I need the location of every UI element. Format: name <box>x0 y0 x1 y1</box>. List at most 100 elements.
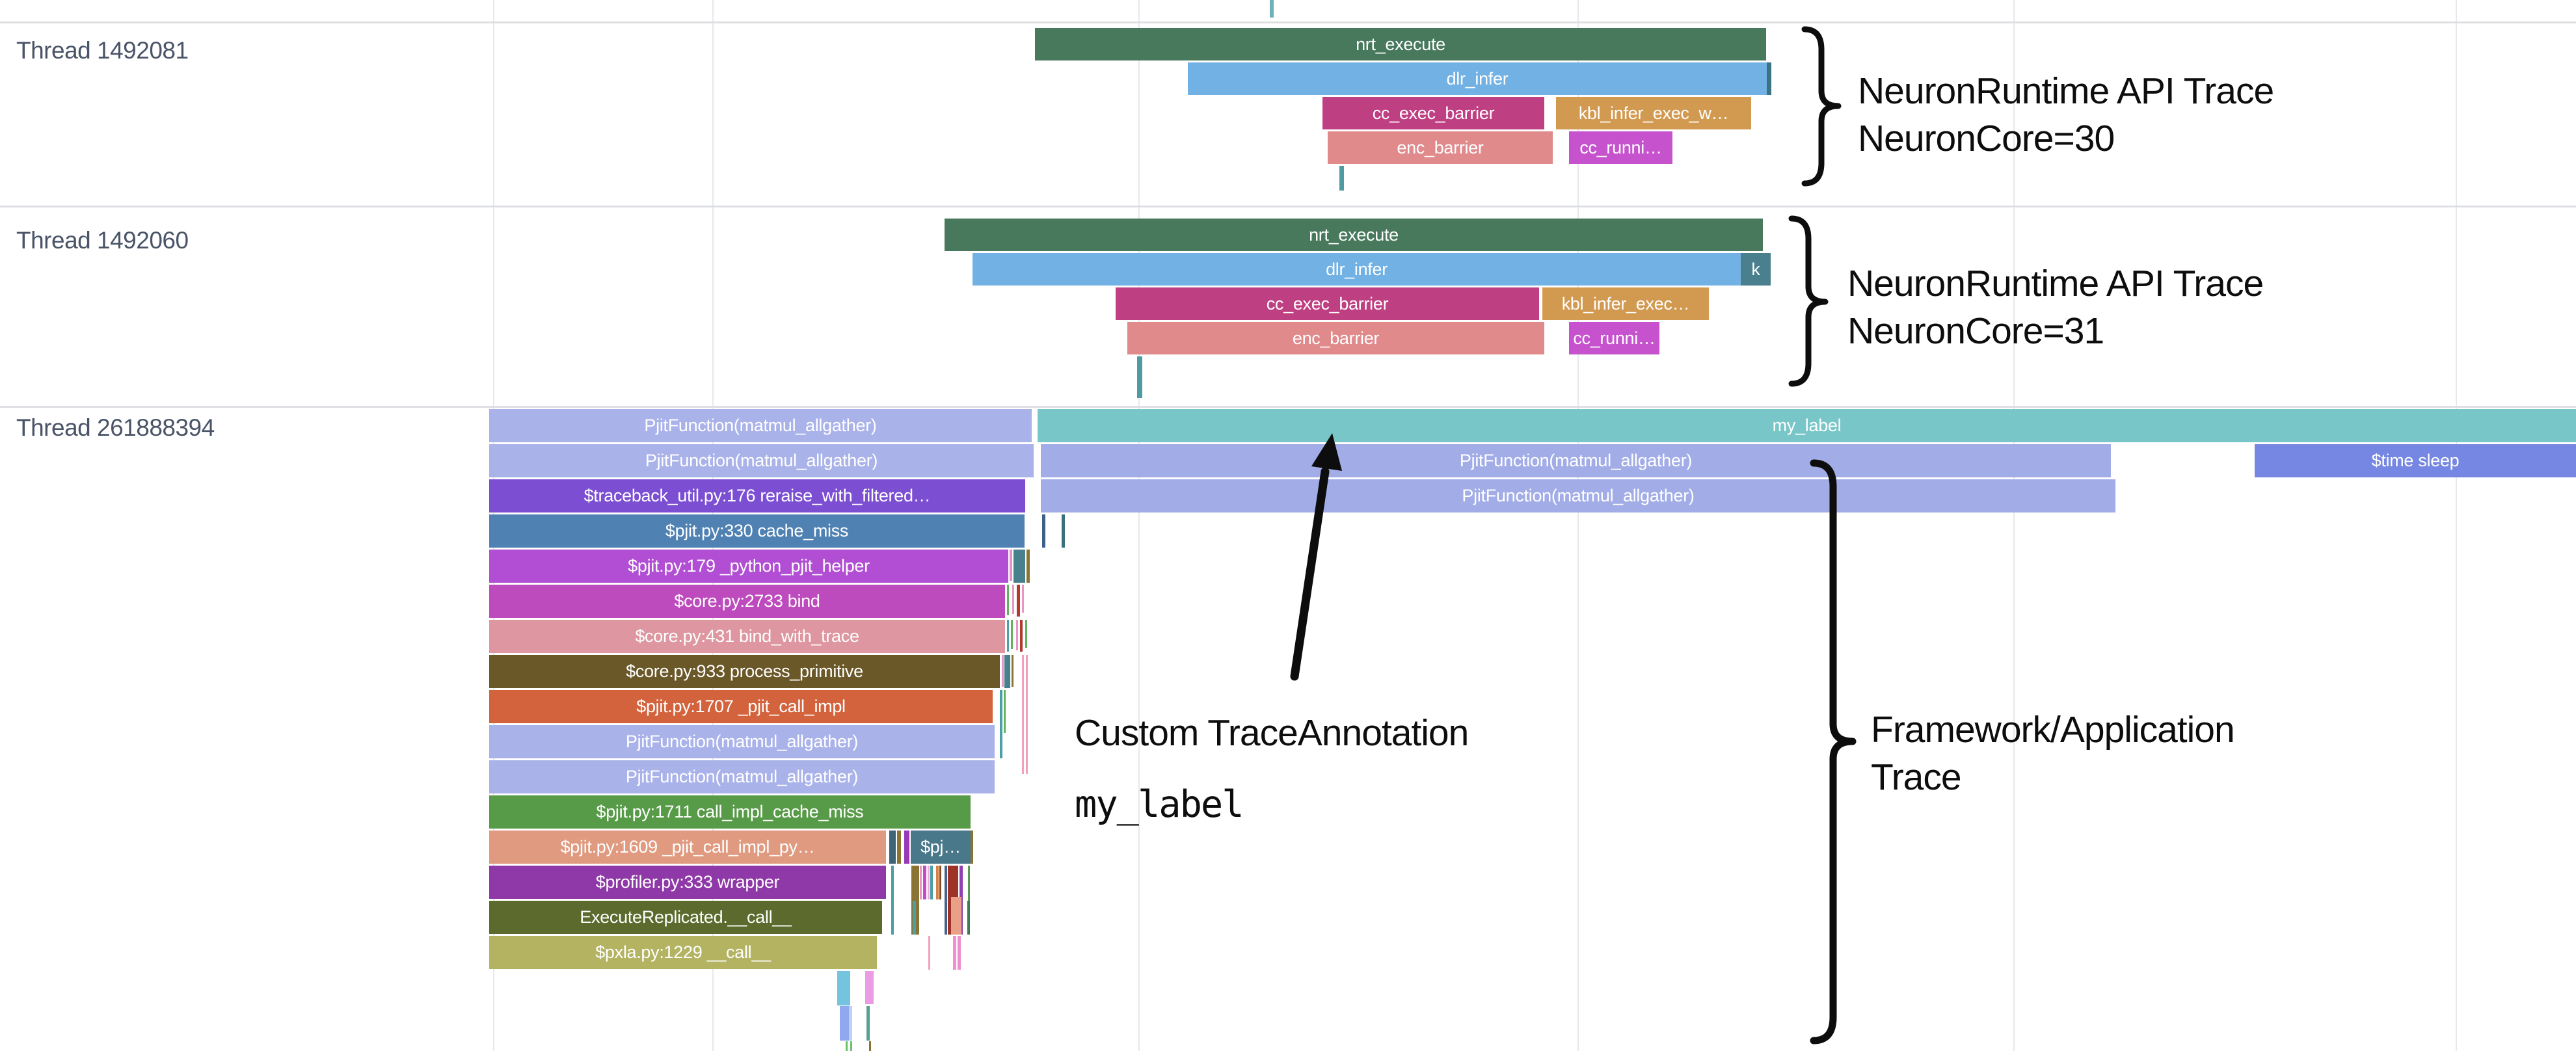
trace-micro-span[interactable] <box>1017 585 1020 617</box>
trace-span[interactable]: k <box>1741 253 1771 286</box>
trace-micro-span[interactable] <box>968 866 970 935</box>
trace-micro-span[interactable] <box>1000 690 1002 758</box>
trace-micro-span[interactable] <box>837 971 850 1005</box>
trace-span[interactable]: dlr_infer <box>1188 62 1767 95</box>
trace-micro-span[interactable] <box>1004 690 1006 733</box>
trace-span[interactable]: cc_exec_barrier <box>1322 97 1544 129</box>
trace-micro-span[interactable] <box>958 936 961 970</box>
trace-micro-span[interactable] <box>971 831 973 864</box>
trace-micro-span[interactable] <box>928 936 930 970</box>
trace-micro-span[interactable] <box>1007 585 1009 615</box>
trace-micro-span[interactable] <box>1012 585 1014 614</box>
trace-micro-span[interactable] <box>928 866 930 899</box>
trace-micro-span[interactable] <box>850 1006 852 1041</box>
trace-span[interactable]: $pjit.py:330 cache_miss <box>489 514 1025 548</box>
curly-brace-annotation <box>1801 26 1842 187</box>
curly-brace-annotation <box>1788 215 1829 387</box>
note-line: Trace <box>1871 756 1962 798</box>
trace-micro-span[interactable] <box>904 831 909 864</box>
trace-micro-span[interactable] <box>1004 655 1010 688</box>
trace-span[interactable]: cc_runni… <box>1569 322 1659 354</box>
trace-micro-span[interactable] <box>1026 655 1028 774</box>
trace-micro-span[interactable] <box>869 1041 871 1051</box>
trace-micro-span[interactable] <box>1026 550 1030 583</box>
trace-micro-span[interactable] <box>889 831 896 864</box>
trace-micro-span[interactable] <box>920 866 922 899</box>
trace-span[interactable]: $core.py:933 process_primitive <box>489 655 1000 688</box>
trace-span[interactable]: cc_runni… <box>1569 131 1672 164</box>
trace-micro-span[interactable] <box>936 866 939 899</box>
trace-span[interactable]: PjitFunction(matmul_allgather) <box>1041 444 2111 477</box>
trace-micro-span[interactable] <box>1011 620 1013 649</box>
note-line: NeuronCore=31 <box>1847 310 2104 352</box>
trace-micro-span[interactable] <box>923 866 926 899</box>
trace-micro-span[interactable] <box>1016 620 1018 650</box>
trace-micro-span[interactable] <box>951 897 961 935</box>
trace-span[interactable]: $pxla.py:1229 __call__ <box>489 936 877 969</box>
trace-micro-span[interactable] <box>1020 620 1023 652</box>
trace-span[interactable]: $pjit.py:1711 call_impl_cache_miss <box>489 795 971 829</box>
trace-span[interactable]: PjitFunction(matmul_allgather) <box>489 760 995 793</box>
trace-micro-span[interactable] <box>846 1041 848 1051</box>
trace-micro-span[interactable] <box>930 866 933 899</box>
trace-micro-span[interactable] <box>967 901 970 935</box>
trace-span[interactable]: PjitFunction(matmul_allgather) <box>489 409 1032 442</box>
trace-micro-span[interactable] <box>1339 166 1344 191</box>
trace-micro-span[interactable] <box>1007 620 1009 652</box>
trace-span[interactable]: $profiler.py:333 wrapper <box>489 866 886 899</box>
trace-micro-span[interactable] <box>866 1006 870 1041</box>
trace-span[interactable]: $core.py:2733 bind <box>489 585 1005 618</box>
trace-span[interactable]: PjitFunction(matmul_allgather) <box>489 725 995 758</box>
trace-micro-span[interactable] <box>897 831 901 864</box>
trace-span[interactable]: $time sleep <box>2255 444 2576 477</box>
trace-span[interactable]: $core.py:431 bind_with_trace <box>489 620 1005 653</box>
trace-micro-span[interactable] <box>1137 356 1142 398</box>
trace-span[interactable]: $pj… <box>911 831 971 864</box>
trace-span[interactable]: $pjit.py:1609 _pjit_call_impl_py… <box>489 831 886 864</box>
note-line: NeuronCore=30 <box>1858 118 2115 159</box>
curly-brace-annotation <box>1810 459 1857 1044</box>
thread-label-261888394: Thread 261888394 <box>16 414 215 441</box>
trace-micro-span[interactable] <box>1042 514 1045 548</box>
trace-span[interactable]: enc_barrier <box>1127 322 1544 354</box>
trace-span[interactable]: my_label <box>1038 409 2576 442</box>
trace-micro-span[interactable] <box>840 1006 850 1041</box>
trace-span[interactable]: PjitFunction(matmul_allgather) <box>489 444 1034 477</box>
trace-span[interactable]: $traceback_util.py:176 reraise_with_filt… <box>489 479 1025 512</box>
trace-micro-span[interactable] <box>865 971 874 1004</box>
trace-span[interactable]: dlr_infer <box>973 253 1741 286</box>
trace-micro-span[interactable] <box>913 901 916 935</box>
trace-span[interactable] <box>1767 62 1771 95</box>
trace-micro-span[interactable] <box>1013 550 1025 583</box>
trace-span[interactable]: kbl_infer_exec… <box>1542 287 1709 320</box>
note-line: Custom TraceAnnotation <box>1075 712 1469 754</box>
trace-micro-span[interactable] <box>939 866 941 899</box>
trace-span[interactable]: nrt_execute <box>1035 28 1766 60</box>
trace-micro-span[interactable] <box>891 866 894 935</box>
note-line: NeuronRuntime API Trace <box>1858 70 2274 112</box>
trace-micro-span[interactable] <box>1270 0 1274 18</box>
trace-micro-span[interactable] <box>1022 585 1024 613</box>
track-separator-line <box>0 406 2576 408</box>
trace-micro-span[interactable] <box>945 866 947 935</box>
trace-span[interactable]: $pjit.py:1707 _pjit_call_impl <box>489 690 993 723</box>
trace-span[interactable]: PjitFunction(matmul_allgather) <box>1041 479 2115 512</box>
trace-micro-span[interactable] <box>953 936 956 970</box>
note-framework-trace: Framework/Application Trace <box>1871 706 2235 801</box>
note-neuroncore-30: NeuronRuntime API Trace NeuronCore=30 <box>1858 68 2274 163</box>
trace-micro-span[interactable] <box>1012 655 1013 687</box>
trace-span[interactable]: nrt_execute <box>945 219 1763 251</box>
trace-micro-span[interactable] <box>1002 655 1004 687</box>
trace-micro-span[interactable] <box>1010 550 1012 581</box>
trace-span[interactable]: kbl_infer_exec_w… <box>1556 97 1751 129</box>
trace-micro-span[interactable] <box>1062 514 1065 548</box>
trace-micro-span[interactable] <box>850 1041 852 1051</box>
trace-span[interactable]: cc_exec_barrier <box>1116 287 1539 320</box>
trace-span[interactable]: $pjit.py:179 _python_pjit_helper <box>489 550 1008 583</box>
trace-span[interactable]: ExecuteReplicated.__call__ <box>489 901 882 934</box>
trace-micro-span[interactable] <box>1025 620 1027 648</box>
trace-span[interactable]: enc_barrier <box>1328 131 1553 164</box>
grid-vline <box>2013 0 2015 1051</box>
trace-micro-span[interactable] <box>1022 655 1024 774</box>
